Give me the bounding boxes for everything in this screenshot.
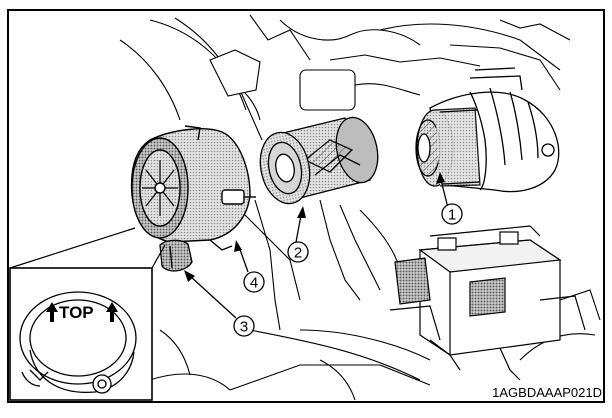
evacuator-valve	[159, 239, 193, 272]
figure-border	[7, 9, 605, 403]
callout-4-number: 4	[250, 275, 258, 292]
callout-3-number: 3	[240, 319, 248, 336]
callout-3: 3	[233, 315, 255, 337]
battery	[389, 225, 586, 381]
top-arrow-right-icon	[106, 302, 118, 322]
callout-2-number: 2	[294, 245, 302, 262]
leader-arrowheads	[184, 172, 445, 282]
inset-top-label: TOP	[59, 303, 94, 322]
figure-code: 1AGBDAAAP021D	[492, 385, 602, 400]
callout-4: 4	[243, 271, 265, 293]
air-cleaner-cover	[130, 125, 256, 251]
callout-1: 1	[441, 203, 463, 225]
element-filter	[259, 116, 379, 205]
top-arrow-left-icon	[46, 302, 58, 322]
air-cleaner-body	[415, 67, 560, 193]
inset-box: TOP	[9, 227, 166, 401]
callout-1-number: 1	[448, 207, 456, 224]
callout-2: 2	[287, 241, 309, 263]
